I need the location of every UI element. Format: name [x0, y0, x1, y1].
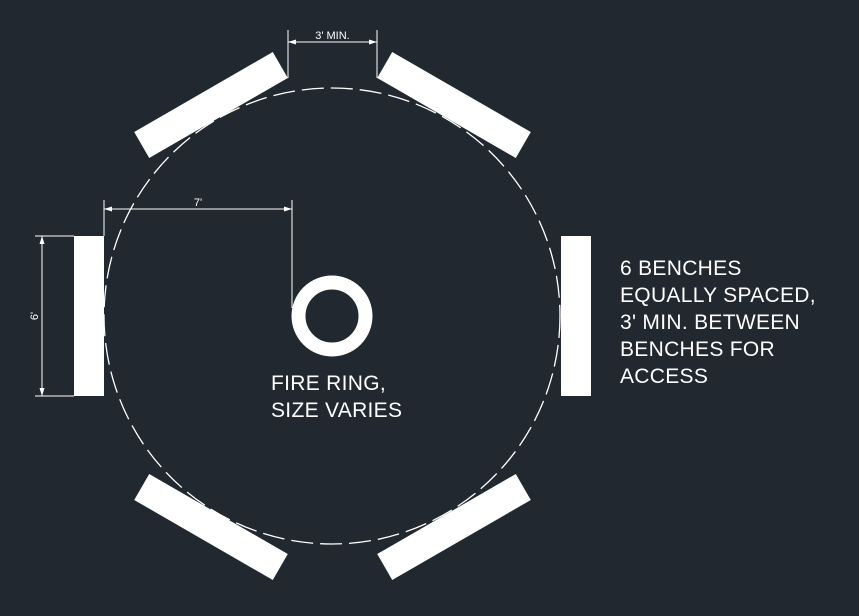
note-line-3: 3' MIN. BETWEEN: [620, 311, 801, 334]
fire-ring-label: FIRE RING, SIZE VARIES: [271, 370, 402, 424]
note-line-5: ACCESS: [620, 365, 709, 388]
bench-bottom-left: [134, 474, 288, 580]
dimension-radius: 7': [103, 197, 293, 308]
dimension-bench-gap-text: 3' MIN.: [315, 30, 350, 42]
dimension-radius-text: 7': [194, 197, 202, 209]
dimension-bench-length: 6': [29, 235, 74, 397]
fire-ring-label-line-2: SIZE VARIES: [271, 399, 403, 422]
note-line-1: 6 BENCHES: [620, 257, 742, 280]
bench-right: [561, 236, 591, 396]
note-line-4: BENCHES FOR: [620, 338, 775, 361]
fire-ring-label-line-1: FIRE RING,: [271, 372, 387, 395]
bench-top-left: [134, 52, 288, 158]
bench-top-right: [377, 52, 531, 158]
seating-circle: [103, 87, 561, 545]
dimension-bench-gap: 3' MIN.: [287, 30, 378, 78]
bench-spacing-note: 6 BENCHES EQUALLY SPACED, 3' MIN. BETWEE…: [620, 255, 816, 390]
fire-ring: [291, 275, 373, 357]
bench-left: [74, 236, 104, 396]
bench-bottom-right: [377, 474, 531, 580]
note-line-2: EQUALLY SPACED,: [620, 284, 816, 307]
dimension-bench-length-text: 6': [29, 312, 41, 320]
